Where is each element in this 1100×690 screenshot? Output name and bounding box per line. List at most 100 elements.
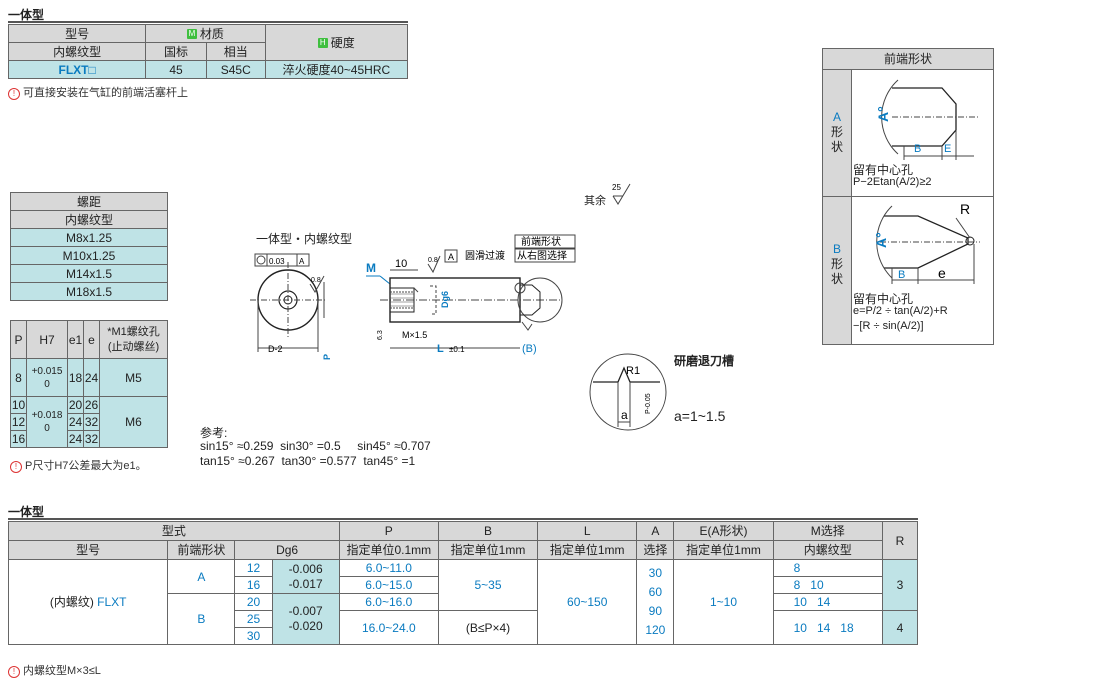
header-a-select: 选择 <box>636 540 675 560</box>
svg-text:10: 10 <box>395 258 407 270</box>
svg-text:B: B <box>914 143 921 155</box>
warning-icon: ! <box>10 461 22 473</box>
svg-text:圆滑过渡: 圆滑过渡 <box>465 249 505 262</box>
end-view: 0.03 A 0.8 D-2 P <box>250 253 332 360</box>
r-cell: 3 <box>881 559 919 611</box>
hardness-cell: 淬火硬度40~45HRC <box>264 60 409 79</box>
dim-row-p: 16 <box>10 430 27 448</box>
header-r: R <box>881 521 919 560</box>
header-e1: e1 <box>67 320 84 359</box>
svg-text:a: a <box>621 408 628 422</box>
svg-text:R: R <box>960 201 970 217</box>
dim-row-m: M6 <box>99 396 168 448</box>
svg-text:0.8: 0.8 <box>311 277 321 284</box>
tol-cell-1: -0.006-0.017 <box>271 559 340 594</box>
svg-text:A°: A° <box>873 232 889 248</box>
drawing-title: 一体型・内螺纹型 <box>256 232 353 246</box>
equiv-cell: S45C <box>205 60 266 79</box>
pitch-title: 螺距 <box>10 192 168 211</box>
header-form: 型式 <box>8 521 340 541</box>
groove-formula: a=1~1.5 <box>674 408 726 424</box>
header-m-select: M选择 <box>772 521 883 541</box>
svg-text:M: M <box>366 261 376 275</box>
shape-a-drawing: A° B E <box>875 79 980 160</box>
header-a: A <box>636 521 675 541</box>
header-l-unit: 指定单位1mm <box>537 540 638 560</box>
svg-text:B: B <box>898 269 905 281</box>
header-m1: *M1螺纹孔(止动螺丝) <box>99 320 168 359</box>
shape-b-drawing: R A° B e <box>873 201 980 284</box>
dim-row-e: 32 <box>83 413 100 431</box>
m-cell: 8 10 <box>772 576 883 594</box>
d-cell: 20 <box>234 593 273 611</box>
p-cell: 6.0~16.0 <box>338 593 439 611</box>
svg-text:25: 25 <box>612 183 621 192</box>
shape-b-note2: e=P/2 ÷ tan(A/2)+R <box>853 305 948 317</box>
r-cell: 4 <box>881 610 919 645</box>
header-type: 内螺纹型 <box>7 42 147 61</box>
p-cell: 6.0~15.0 <box>338 576 439 594</box>
dim-row-e1: 18 <box>67 358 84 397</box>
shape-b-note3: −[R ÷ sin(A/2)] <box>853 320 924 332</box>
roughness-note: 其余 <box>584 195 606 207</box>
d-cell: 30 <box>234 627 273 645</box>
svg-text:6.3: 6.3 <box>377 330 384 340</box>
svg-text:M×1.5: M×1.5 <box>402 330 427 340</box>
svg-text:从右图选择: 从右图选择 <box>517 249 567 262</box>
header-model: 型号 <box>7 540 169 560</box>
model-cell: (内螺纹) FLXT <box>7 559 169 645</box>
header-dg6: Dg6 <box>234 540 340 560</box>
header-m-type: 内螺纹型 <box>772 540 883 560</box>
dim-row-m: M5 <box>99 358 168 397</box>
svg-text:0.8: 0.8 <box>428 257 438 264</box>
section-title-top: 一体型 <box>8 8 45 22</box>
dim-row-p: 8 <box>10 358 27 397</box>
header-e: E(A形状) <box>673 521 774 541</box>
svg-text:P-0.05: P-0.05 <box>645 393 652 414</box>
d-cell: 12 <box>234 559 273 577</box>
h-badge-icon: H <box>317 38 328 49</box>
pitch-table: 螺距 内螺纹型 M8x1.25 M10x1.25 M14x1.5 M18x1.5 <box>10 192 168 301</box>
svg-text:e: e <box>938 265 946 281</box>
header-h7: H7 <box>26 320 68 359</box>
model-cell: FLXT□ <box>7 60 147 79</box>
header-front-shape: 前端形状 <box>167 540 236 560</box>
svg-text:D-2: D-2 <box>268 344 283 354</box>
b-cell: 5~35 <box>437 559 539 611</box>
reference-title: 参考: <box>200 426 228 440</box>
dim-row-p: 10 <box>10 396 27 414</box>
svg-text:E: E <box>944 143 951 155</box>
shape-b-cell: B <box>167 593 236 645</box>
header-p: P <box>338 521 439 541</box>
svg-text:A: A <box>448 252 454 262</box>
dim-row-p: 12 <box>10 413 27 431</box>
dim-row-e: 32 <box>83 430 100 448</box>
header-b-unit: 指定单位1mm <box>437 540 539 560</box>
pitch-subtitle: 内螺纹型 <box>10 210 168 229</box>
front-shape-title: 前端形状 <box>823 49 993 70</box>
shape-a-cell: A <box>167 559 236 594</box>
reference-line1: sin15° ≈0.259 sin30° =0.5 sin45° ≈0.707 <box>200 439 431 453</box>
m-cell: 10 14 18 <box>772 610 883 645</box>
section-divider <box>8 21 408 23</box>
shape-a-note2: P−2Etan(A/2)≥2 <box>853 176 932 188</box>
header-model: 型号 <box>7 24 147 43</box>
bottom-note: !内螺纹型M×3≤L <box>8 662 101 678</box>
header-gb: 国标 <box>145 42 207 61</box>
section-title-bottom: 一体型 <box>8 505 45 519</box>
side-view: M 10 Dg6 A 圆滑过渡 0.8 前端形状 从右图选择 M×1.5 L ±… <box>366 234 576 355</box>
tol-cell-2: -0.007-0.020 <box>271 593 340 645</box>
header-e: e <box>83 320 100 359</box>
e-cell: 1~10 <box>673 559 774 645</box>
pitch-row: M14x1.5 <box>10 264 168 283</box>
groove-title: 研磨退刀槽 <box>674 354 735 368</box>
b-note-cell: (B≤P×4) <box>437 610 539 645</box>
l-cell: 60~150 <box>537 559 638 645</box>
header-e-unit: 指定单位1mm <box>673 540 774 560</box>
groove-drawing: R1 a P-0.05 <box>589 353 667 431</box>
svg-text:L: L <box>437 343 444 355</box>
